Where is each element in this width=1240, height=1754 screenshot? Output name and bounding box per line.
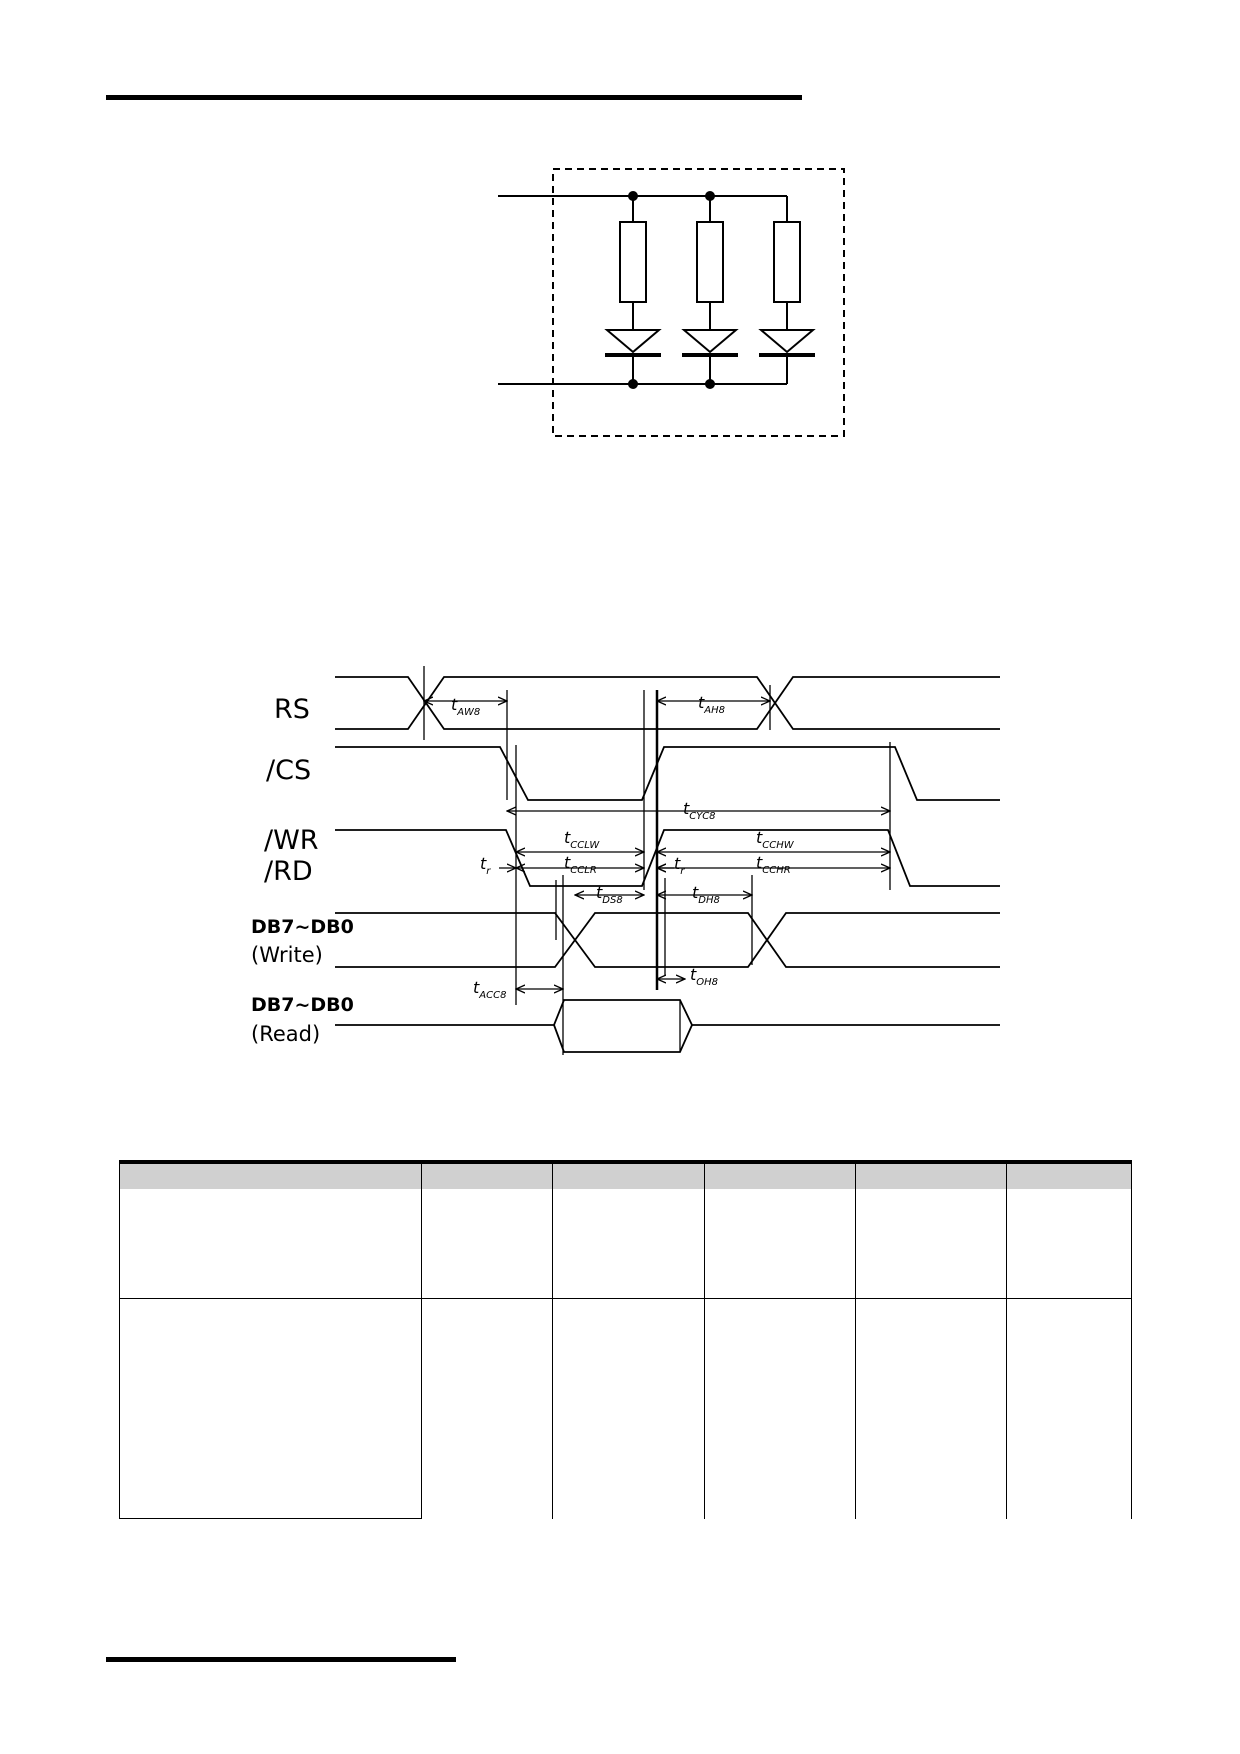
signal-label-db-write: DB7~DB0 (251, 916, 354, 938)
waveform-db-write (335, 912, 1000, 942)
param-tr-left: tr (480, 854, 491, 877)
param-taw8: tAW8 (451, 695, 480, 718)
signal-label-cs: /CS (266, 755, 311, 786)
table-cell (704, 1189, 856, 1300)
param-tdh8: tDH8 (692, 883, 720, 906)
table-cell (855, 1189, 1007, 1300)
table-cell (119, 1298, 422, 1519)
signal-label-rd: /RD (264, 856, 313, 887)
waveform-db-read (335, 999, 1000, 1026)
signal-label-wr: /WR (264, 825, 319, 856)
param-tcclw: tCCLW (564, 828, 600, 851)
waveform-wr-rd (335, 829, 1000, 887)
param-toh8: tOH8 (690, 965, 718, 988)
param-tr-right: tr (674, 854, 685, 877)
table-cell (1006, 1189, 1132, 1300)
signal-label-rs: RS (274, 694, 310, 725)
led-diode-icon (758, 329, 816, 354)
waveform-db-read (553, 1024, 693, 1053)
table-cell (421, 1298, 553, 1519)
junction-dot (628, 191, 638, 201)
module-boundary (552, 168, 845, 437)
table-cell (421, 1189, 553, 1300)
signal-label-read-mode: (Read) (251, 1022, 320, 1046)
table-header-row (119, 1160, 1132, 1189)
led-diode-icon (681, 329, 739, 354)
led-branch (758, 196, 816, 384)
param-tah8: tAH8 (698, 693, 725, 716)
header-rule (106, 95, 802, 100)
table-header-cell (704, 1160, 856, 1189)
table-cell (552, 1298, 705, 1519)
waveform-cs (335, 746, 1000, 801)
table-cell (1006, 1298, 1132, 1519)
waveform-rs (335, 676, 1000, 705)
signal-label-write-mode: (Write) (251, 943, 323, 967)
table-header-cell (552, 1160, 705, 1189)
junction-dot (705, 191, 715, 201)
junction-dot (705, 379, 715, 389)
table-row (119, 1189, 1132, 1300)
resistor (773, 221, 801, 303)
table-cell (119, 1189, 422, 1300)
timing-spec-table (119, 1160, 1132, 1519)
resistor (696, 221, 724, 303)
param-tcchw: tCCHW (756, 828, 795, 851)
footer-rule (106, 1657, 456, 1662)
table-row (119, 1298, 1132, 1519)
table-header-cell (421, 1160, 553, 1189)
table-cell (704, 1298, 856, 1519)
table-cell (855, 1298, 1007, 1519)
table-header-cell (119, 1160, 422, 1189)
table-header-cell (855, 1160, 1007, 1189)
waveform-rs (335, 701, 1000, 730)
param-tcchr: tCCHR (756, 853, 791, 876)
param-tds8: tDS8 (596, 883, 623, 906)
signal-label-db-read: DB7~DB0 (251, 994, 354, 1016)
table-header-cell (1006, 1160, 1132, 1189)
param-tcclr: tCCLR (564, 853, 597, 876)
waveform-db-write (335, 938, 1000, 968)
table-cell (552, 1189, 705, 1300)
param-tcyc8: tCYC8 (683, 799, 716, 822)
param-tacc8: tACC8 (473, 978, 506, 1001)
led-diode-icon (604, 329, 662, 354)
junction-dot (628, 379, 638, 389)
